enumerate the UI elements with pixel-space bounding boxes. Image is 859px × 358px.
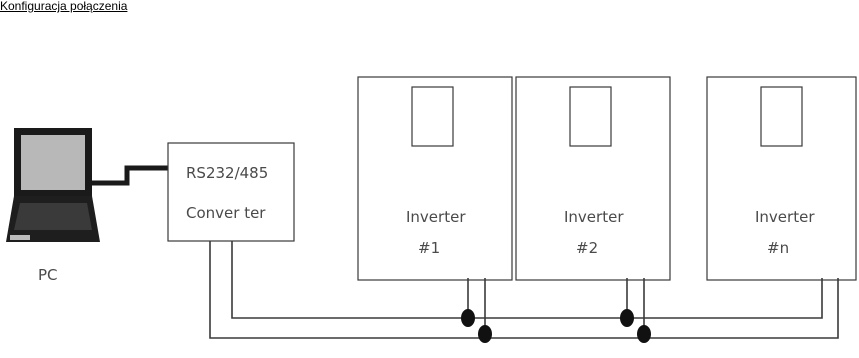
diagram-heading: Konfiguracja połączenia [0,0,128,13]
junction-dot [620,309,634,327]
bus-wire-b [209,241,839,339]
inverter-1-number: #1 [418,239,440,257]
inverter-2-display [569,86,612,147]
bus-wires [209,241,839,339]
pc-cable [92,165,168,186]
converter-line1: RS232/485 [186,164,268,182]
pc-label: PC [38,266,58,284]
inverter-1-label: Inverter [406,208,466,226]
inverter-n-display [760,86,803,147]
laptop-icon [6,128,100,242]
bus-wire-a [231,241,823,319]
converter-box [167,142,295,242]
converter-line2: Conver ter [186,204,266,222]
junction-dot [478,325,492,343]
inverter-1: Inverter #1 [357,76,513,281]
inverter-n: Inverter #n [706,76,857,281]
junction-dot [637,325,651,343]
inverter-n-number: #n [767,239,789,257]
inverter-n-label: Inverter [755,208,815,226]
bus-junctions [461,309,651,343]
inverter-2-number: #2 [576,239,598,257]
inverter-2: Inverter #2 [515,76,671,281]
junction-dot [461,309,475,327]
inverter-2-label: Inverter [564,208,624,226]
inverter-1-display [411,86,454,147]
